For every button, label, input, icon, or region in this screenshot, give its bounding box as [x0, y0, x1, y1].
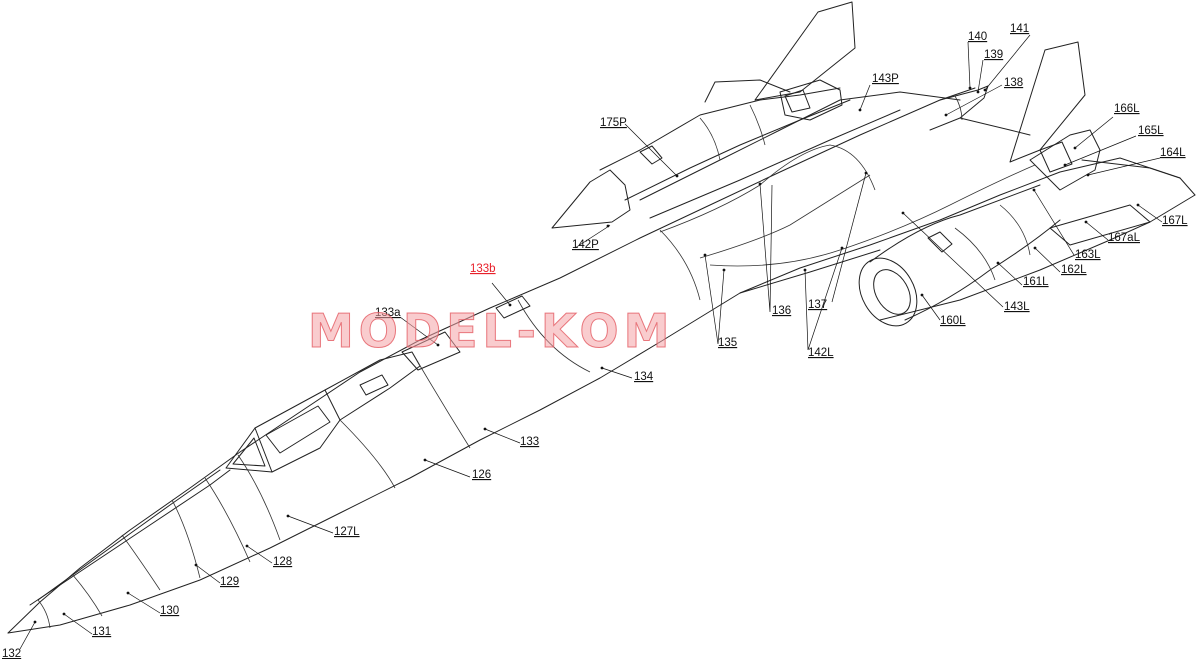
label-164L: 164L — [1160, 147, 1186, 159]
right-fin-root — [704, 79, 791, 103]
aircraft-drawing — [7, 1, 1196, 634]
label-175P: 175P — [600, 117, 627, 129]
panel-line-127 — [204, 477, 251, 563]
left-nacelle-inlet-inner — [873, 269, 911, 315]
left-exhaust-ring — [1039, 141, 1073, 173]
label-131: 131 — [92, 626, 111, 638]
right-exhaust — [779, 79, 843, 121]
label-133b: 133b — [470, 263, 496, 275]
left-vertical-tail — [1009, 41, 1086, 163]
elevon-167aL — [1049, 204, 1151, 246]
left-wing-trailing-edge — [879, 194, 1196, 321]
tail-cone — [929, 85, 989, 131]
label-160L: 160L — [940, 315, 966, 327]
panel-133a — [401, 331, 461, 371]
label-163L: 163L — [1075, 249, 1101, 261]
panel-line-134 — [517, 299, 591, 373]
label-140: 140 — [968, 31, 987, 43]
panel-line-162 — [999, 204, 1031, 256]
label-165L: 165L — [1138, 125, 1164, 137]
label-141: 141 — [1010, 23, 1029, 35]
left-nacelle-inlet — [858, 257, 918, 327]
panel-line-130 — [71, 573, 103, 617]
chine-line-upper — [37, 469, 221, 601]
part-labels: 132 131 130 129 128 127L 126 133 134 133… — [2, 23, 1188, 659]
left-nacelle-body — [869, 184, 1061, 321]
chine-line — [29, 469, 231, 606]
label-143L: 143L — [1004, 301, 1030, 313]
panel-line-131 — [37, 599, 51, 629]
label-137: 137 — [808, 299, 827, 311]
panel-line-128 — [171, 499, 201, 579]
label-161L: 161L — [1023, 276, 1049, 288]
fuselage-top-edge — [7, 87, 976, 634]
right-wing-root — [649, 109, 901, 219]
label-132: 132 — [2, 648, 21, 659]
label-166L: 166L — [1114, 103, 1140, 115]
label-127L: 127L — [334, 526, 360, 538]
fuselage-bottom-edge — [7, 249, 881, 634]
label-133a: 133a — [375, 307, 401, 319]
label-167L: 167L — [1162, 215, 1188, 227]
right-nacelle-bump — [639, 145, 663, 165]
right-wing-edge — [639, 91, 961, 201]
left-exhaust-cone — [1081, 159, 1181, 179]
panel-line-spine — [709, 164, 1036, 267]
canopy-rear-window — [359, 374, 389, 396]
label-135: 135 — [718, 337, 737, 349]
label-126: 126 — [472, 469, 491, 481]
label-134: 134 — [634, 371, 654, 383]
canopy-front-frame — [225, 427, 273, 473]
panel-line-136 — [659, 144, 876, 233]
panel-133b — [495, 295, 531, 319]
label-143P: 143P — [872, 73, 899, 85]
panel-line-126 — [237, 454, 281, 541]
label-142P: 142P — [572, 239, 599, 251]
label-139: 139 — [984, 49, 1003, 61]
left-nacelle-bump — [927, 231, 953, 253]
right-exhaust-ring — [784, 89, 811, 113]
panel-line-135 — [659, 229, 701, 301]
panel-line-right-nacelle-2 — [749, 104, 766, 146]
label-138: 138 — [1004, 77, 1023, 89]
panel-line-133 — [411, 351, 471, 449]
leader-lines — [19, 34, 1163, 650]
right-vertical-tail — [754, 1, 856, 101]
watermark: MODEL-KOM — [308, 304, 674, 358]
panel-line-right-nacelle — [699, 117, 721, 161]
label-142L: 142L — [808, 347, 834, 359]
label-133: 133 — [520, 436, 539, 448]
canopy-front-window — [232, 437, 266, 467]
label-162L: 162L — [1061, 264, 1087, 276]
right-nacelle-spike — [551, 169, 631, 229]
label-129: 129 — [220, 576, 239, 588]
canopy-main-window — [265, 405, 331, 454]
label-136: 136 — [772, 305, 791, 317]
label-167aL: 167aL — [1108, 232, 1141, 244]
panel-line-161 — [954, 227, 996, 281]
panel-line-137 — [699, 174, 871, 259]
left-exhaust — [1029, 129, 1101, 191]
panel-line-129 — [121, 534, 161, 591]
label-130: 130 — [160, 605, 179, 617]
label-128: 128 — [273, 556, 292, 568]
panel-line-133-rear — [339, 419, 396, 489]
tail-boom-left — [959, 117, 1031, 136]
right-nacelle-body — [599, 87, 851, 201]
